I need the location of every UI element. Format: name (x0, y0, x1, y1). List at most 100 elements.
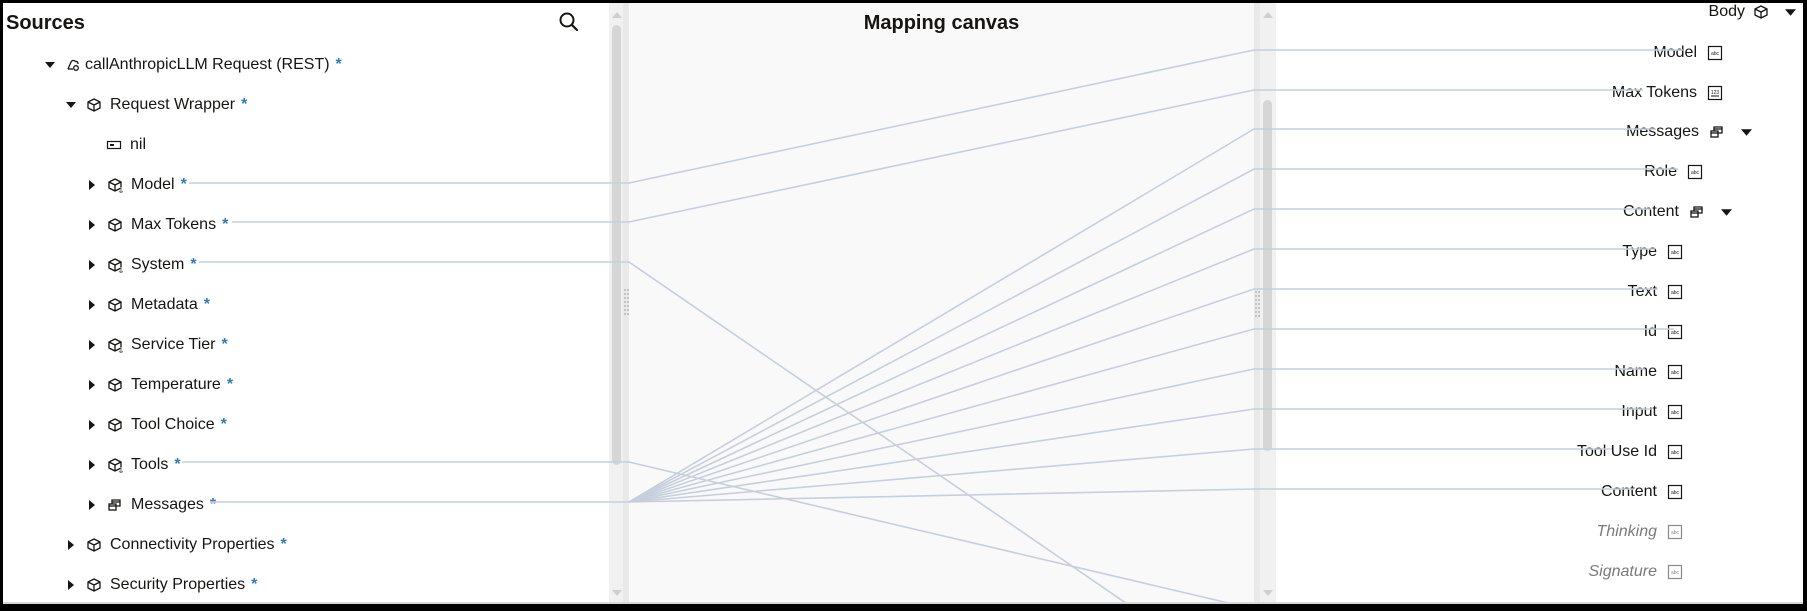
sources-scrollbar-thumb[interactable] (612, 25, 621, 465)
string-icon: abc (1667, 484, 1683, 500)
target-item-role[interactable]: Role abc (1641, 157, 1703, 187)
mapping-canvas[interactable]: Mapping canvas (629, 3, 1254, 602)
tree-item-label: Security Properties (110, 576, 246, 593)
target-scrollbar[interactable] (1260, 3, 1276, 602)
svg-text:abc: abc (1671, 290, 1680, 296)
repeating-element-icon (105, 495, 125, 515)
tree-item-system[interactable]: System * (85, 250, 197, 280)
target-label: Messages (1623, 123, 1699, 141)
target-label: Text (1624, 283, 1657, 301)
object-icon (84, 95, 104, 115)
caret-right-icon[interactable] (64, 578, 78, 592)
required-indicator: * (280, 536, 287, 553)
number-icon: 123 (1707, 85, 1723, 101)
caret-down-icon[interactable] (1783, 5, 1797, 19)
object-icon (1753, 4, 1769, 20)
tree-item-label: System (131, 256, 185, 273)
svg-text:abc: abc (1671, 410, 1680, 416)
tree-item-root[interactable]: callAnthropicLLM Request (REST) * (43, 50, 342, 80)
string-icon: abc (1667, 524, 1683, 540)
caret-right-icon[interactable] (85, 298, 99, 312)
svg-text:abc: abc (1671, 330, 1680, 336)
caret-right-icon[interactable] (85, 418, 99, 432)
target-item-id[interactable]: Id abc (1640, 317, 1683, 347)
required-indicator: * (226, 376, 234, 393)
target-label: Max Tokens (1608, 84, 1697, 102)
caret-right-icon[interactable] (85, 458, 99, 472)
target-item-max-tokens[interactable]: Max Tokens 123 (1608, 78, 1723, 108)
svg-text:abc: abc (1671, 570, 1680, 576)
tree-item-metadata[interactable]: Metadata * (85, 290, 210, 320)
target-scrollbar-thumb[interactable] (1263, 100, 1272, 451)
target-item-signature[interactable]: Signature abc (1585, 557, 1684, 587)
search-button[interactable] (556, 9, 582, 35)
svg-text:abc: abc (1691, 170, 1700, 176)
target-panel: Body Model abc Max Tokens 123 Messages R… (1276, 3, 1803, 602)
tree-item-messages[interactable]: Messages * (85, 490, 216, 520)
tree-item-label: Connectivity Properties (110, 536, 275, 553)
caret-right-icon[interactable] (85, 378, 99, 392)
object-icon (84, 535, 104, 555)
string-icon: abc (1667, 364, 1683, 380)
string-icon: abc (1667, 244, 1683, 260)
object-choice-icon (105, 175, 125, 195)
target-label: Role (1641, 163, 1677, 181)
tree-item-security-properties[interactable]: Security Properties * (64, 570, 257, 600)
tree-item-connectivity-properties[interactable]: Connectivity Properties * (64, 530, 287, 560)
tree-item-label: Model (131, 176, 175, 193)
target-item-model[interactable]: Model abc (1650, 38, 1723, 68)
tree-item-tools[interactable]: Tools * (85, 450, 181, 480)
tree-item-tool-choice[interactable]: Tool Choice * (85, 410, 227, 440)
caret-right-icon[interactable] (85, 258, 99, 272)
scroll-up-arrow-icon[interactable] (612, 12, 622, 18)
caret-down-icon[interactable] (64, 98, 78, 112)
tree-item-max-tokens[interactable]: Max Tokens * (85, 210, 228, 240)
required-indicator: * (222, 216, 229, 233)
string-icon: abc (1667, 564, 1683, 580)
object-icon (105, 375, 125, 395)
target-item-text[interactable]: Text abc (1624, 277, 1683, 307)
target-label: Name (1611, 363, 1657, 381)
caret-right-icon[interactable] (64, 538, 78, 552)
required-indicator: * (221, 336, 228, 353)
caret-right-icon[interactable] (85, 498, 99, 512)
caret-right-icon[interactable] (85, 338, 99, 352)
tree-item-label: callAnthropicLLM Request (REST) (85, 56, 330, 73)
target-label: Input (1618, 403, 1657, 421)
object-icon (105, 215, 125, 235)
tree-item-request-wrapper[interactable]: Request Wrapper * (64, 90, 247, 120)
tree-item-temperature[interactable]: Temperature * (85, 370, 233, 400)
tree-item-service-tier[interactable]: Service Tier * (85, 330, 228, 360)
required-indicator: * (241, 96, 248, 113)
required-indicator: * (335, 56, 342, 73)
svg-text:abc: abc (1671, 450, 1680, 456)
target-item-type[interactable]: Type abc (1619, 237, 1683, 267)
caret-down-icon[interactable] (43, 58, 57, 72)
scroll-up-arrow-icon[interactable] (1263, 12, 1273, 18)
svg-text:abc: abc (1671, 250, 1680, 256)
search-icon (559, 12, 579, 32)
target-item-name[interactable]: Name abc (1611, 357, 1683, 387)
target-item-content[interactable]: Content (1619, 197, 1733, 227)
target-root-body[interactable]: Body (1705, 3, 1797, 27)
sources-title: Sources (6, 12, 85, 34)
caret-right-icon[interactable] (85, 218, 99, 232)
caret-down-icon[interactable] (1719, 205, 1733, 219)
target-label: Thinking (1593, 523, 1657, 541)
target-item-tool-use-id[interactable]: Tool Use Id abc (1573, 437, 1683, 467)
caret-down-icon[interactable] (1739, 125, 1753, 139)
caret-right-icon[interactable] (85, 178, 99, 192)
tree-item-model[interactable]: Model * (85, 170, 187, 200)
target-item-input[interactable]: Input abc (1618, 397, 1683, 427)
target-item-messages[interactable]: Messages (1623, 117, 1753, 147)
target-label: Tool Use Id (1573, 443, 1657, 461)
target-item-content-leaf[interactable]: Content abc (1597, 477, 1683, 507)
required-indicator: * (190, 256, 197, 273)
svg-text:abc: abc (1711, 51, 1720, 57)
scroll-down-arrow-icon[interactable] (612, 590, 622, 596)
target-label: Id (1640, 323, 1657, 341)
target-item-thinking[interactable]: Thinking abc (1593, 517, 1683, 547)
tree-item-nil[interactable]: nil (104, 130, 146, 160)
scroll-down-arrow-icon[interactable] (1263, 590, 1273, 596)
string-icon: abc (1667, 404, 1683, 420)
